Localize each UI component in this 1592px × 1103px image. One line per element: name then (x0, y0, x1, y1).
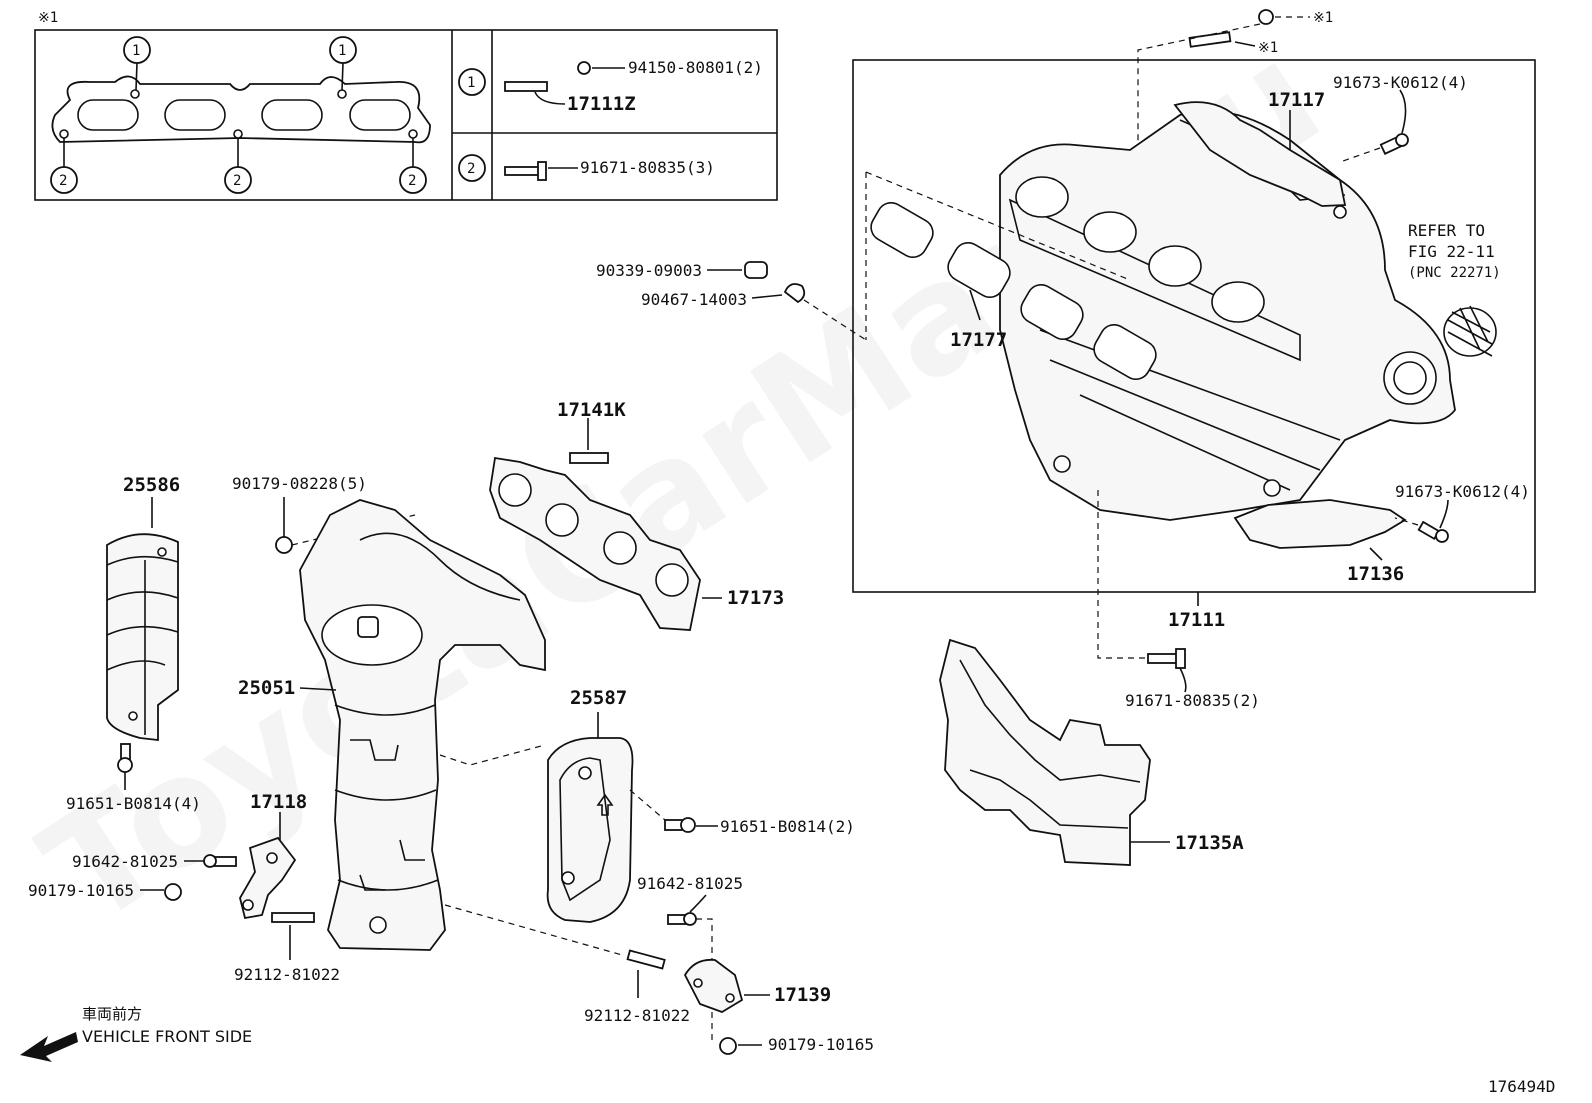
bracket-17139-group: 92112-81022 91642-81025 17139 90179-1016… (444, 874, 874, 1055)
label-92112-right: 92112-81022 (584, 1006, 690, 1025)
gasket-bolt-inset: ※1 1 1 2 (34, 10, 778, 201)
stud-92112-right-icon (626, 949, 666, 970)
label-91671-inset: 91671-80835(3) (580, 158, 715, 177)
label-91651-right: 91651-B0814(2) (720, 817, 855, 836)
label-90467: 90467-14003 (641, 290, 747, 309)
label-25051: 25051 (238, 677, 295, 699)
label-91671-lower: 91671-80835(2) (1125, 691, 1260, 710)
nut-90179-08228-icon (275, 536, 293, 554)
label-17118: 17118 (250, 791, 307, 813)
bracket-17139 (683, 958, 744, 1013)
callout-2-left: 2 (50, 138, 78, 194)
svg-text:2: 2 (59, 173, 67, 189)
label-90179-08228: 90179-08228(5) (232, 474, 367, 493)
bolt-icon (504, 166, 542, 176)
row2-marker (458, 154, 486, 182)
row1-marker (458, 68, 486, 96)
label-17141k: 17141K (557, 399, 626, 421)
label-25587: 25587 (570, 687, 627, 709)
callout-2-right: 2 (399, 138, 427, 194)
label-17111z: 17111Z (567, 93, 636, 115)
label-25586: 25586 (123, 474, 180, 496)
stud-top-icon (1188, 31, 1232, 48)
label-90339: 90339-09003 (596, 261, 702, 280)
heat-shield-17136 (1233, 499, 1407, 549)
exhaust-manifold-group: 17141K 17173 90179-08228(5) 25051 (232, 399, 784, 951)
label-92112-left: 92112-81022 (234, 965, 340, 984)
label-91651-left: 91651-B0814(4) (66, 794, 201, 813)
label-17111: 17111 (1168, 609, 1225, 631)
label-17139: 17139 (774, 984, 831, 1006)
svg-text:1: 1 (467, 75, 475, 91)
gasket-17173 (489, 456, 701, 631)
refer-line1: REFER TO (1408, 221, 1485, 240)
stud-icon (504, 81, 548, 92)
svg-text:2: 2 (233, 173, 241, 189)
label-17135a: 17135A (1175, 832, 1244, 854)
callout-2-mid: 2 (224, 138, 252, 194)
hose-90339-icon (744, 261, 768, 279)
nut-icon (577, 61, 591, 75)
svg-text:※1: ※1 (1313, 10, 1333, 26)
nut-90179-right-icon (719, 1037, 737, 1055)
nut-90179-left-icon (164, 883, 182, 901)
label-17117: 17117 (1268, 89, 1325, 111)
stud-17141k-icon (569, 452, 609, 464)
intake-box-frame (852, 59, 1536, 593)
refer-line3: (PNC 22271) (1408, 265, 1501, 281)
label-90179-right: 90179-10165 (768, 1035, 874, 1054)
label-17136: 17136 (1347, 563, 1404, 585)
intake-manifold-group: ※1 ※1 17117 91673-K0612(4) REFER TO (596, 9, 1536, 710)
inset-note-mark: ※1 (38, 10, 58, 26)
callout-1-right: 1 (329, 36, 357, 91)
heat-shield-25587: 25587 91651-B0814(2) (439, 687, 855, 923)
stud-92112-left-icon (271, 912, 315, 923)
direction-jp: 車両前方 (82, 1005, 142, 1023)
bracket-17117 (1173, 101, 1347, 207)
label-91673-lower: 91673-K0612(4) (1395, 482, 1530, 501)
refer-gasket-icon (1443, 305, 1497, 357)
gaskets-17177 (870, 202, 1157, 380)
svg-text:1: 1 (338, 43, 346, 59)
svg-text:1: 1 (132, 43, 140, 59)
label-90179-left: 90179-10165 (28, 881, 134, 900)
svg-text:2: 2 (408, 173, 416, 189)
label-17177: 17177 (950, 329, 1007, 351)
label-17173: 17173 (727, 587, 784, 609)
bracket-17118-group: 17118 91642-81025 90179-10165 92112-8102… (28, 791, 340, 984)
diagram-id: 176494D (1488, 1077, 1555, 1096)
front-arrow-icon (20, 1032, 78, 1062)
bolt-91671-lower-icon (1147, 653, 1179, 664)
svg-text:※1: ※1 (1258, 40, 1278, 56)
heat-insulator-17135a: 17135A (939, 638, 1244, 866)
vehicle-front-indicator: 車両前方 VEHICLE FRONT SIDE (20, 1005, 252, 1062)
direction-en: VEHICLE FRONT SIDE (82, 1027, 252, 1046)
label-94150: 94150-80801(2) (628, 58, 763, 77)
heat-shield-25586: 25586 91651-B0814(4) (66, 474, 201, 813)
nut-top-icon (1258, 9, 1274, 25)
clip-90467-icon (783, 283, 806, 304)
label-91642-right: 91642-81025 (637, 874, 743, 893)
gasket-outline (51, 75, 431, 144)
callout-1-left: 1 (123, 36, 151, 91)
label-91673-upper: 91673-K0612(4) (1333, 73, 1468, 92)
svg-text:2: 2 (467, 161, 475, 177)
bracket-17118 (239, 836, 297, 920)
refer-line2: FIG 22-11 (1408, 242, 1495, 261)
label-91642-left: 91642-81025 (72, 852, 178, 871)
